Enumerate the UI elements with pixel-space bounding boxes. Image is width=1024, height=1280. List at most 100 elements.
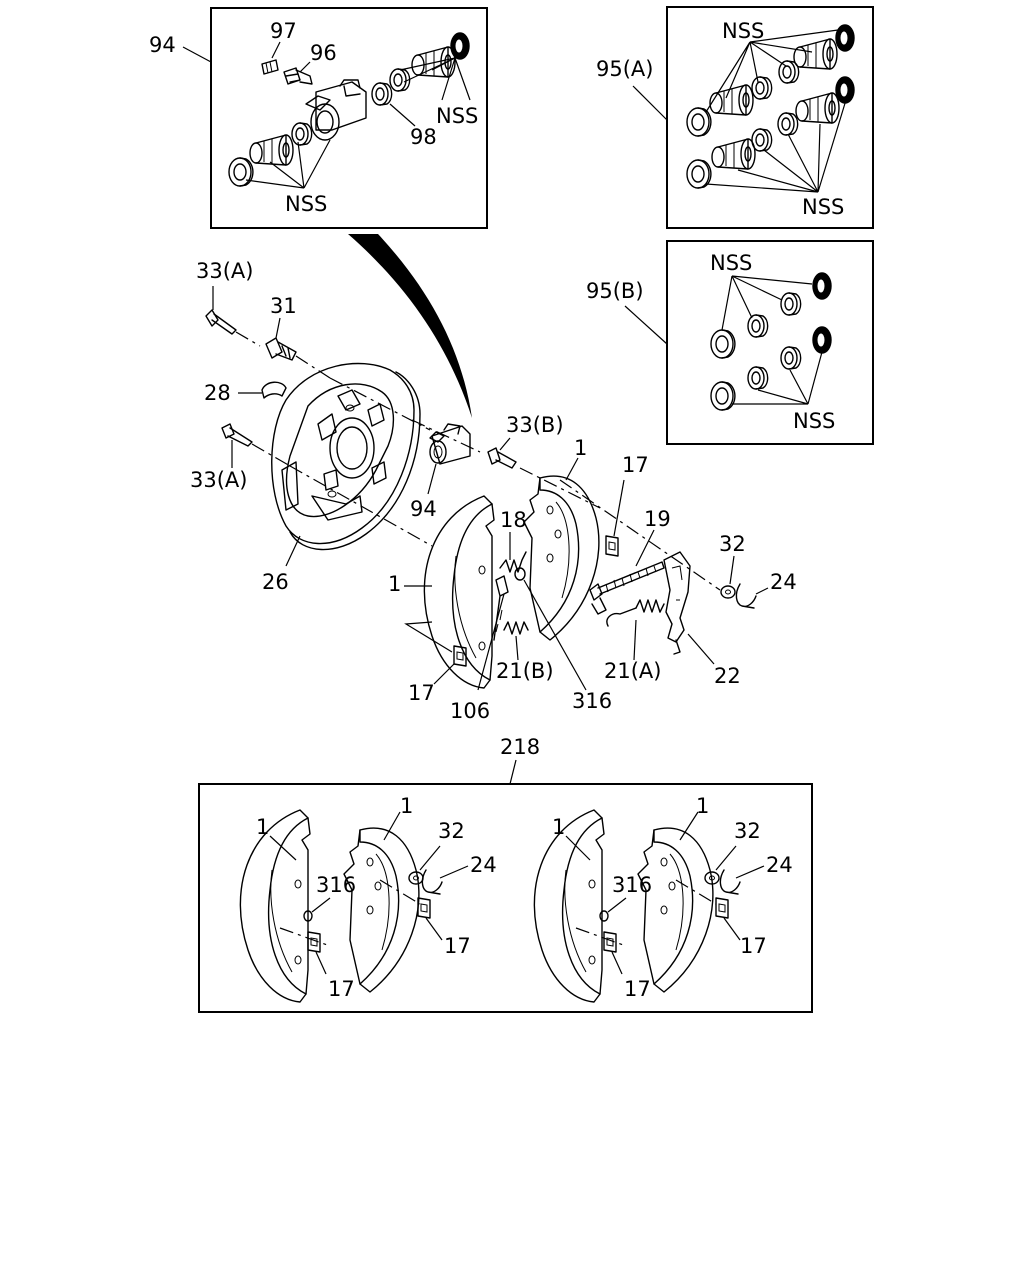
label-nss-top-right: NSS bbox=[436, 104, 478, 128]
label-1-left: 1 bbox=[388, 572, 401, 596]
label-22: 22 bbox=[714, 664, 741, 688]
95a-piston-4 bbox=[711, 138, 756, 170]
cup-lower bbox=[291, 122, 313, 146]
label-17-right: 17 bbox=[622, 453, 649, 477]
kit-a-label-316: 316 bbox=[316, 873, 356, 897]
clip-17-right bbox=[605, 479, 625, 557]
kit-b-label-1-left: 1 bbox=[552, 815, 565, 839]
seal-upper bbox=[450, 32, 470, 60]
bolt-33a-top bbox=[205, 286, 261, 347]
wheel-cylinder-kit-box: 94 97 96 98 bbox=[149, 7, 488, 229]
95b-seal-2 bbox=[812, 326, 832, 354]
95a-cup-2 bbox=[751, 76, 773, 100]
label-33b: 33(B) bbox=[506, 413, 564, 437]
95a-seal-2 bbox=[835, 76, 855, 104]
label-nss-95a-top: NSS bbox=[722, 19, 764, 43]
label-33a-top: 33(A) bbox=[196, 259, 253, 283]
label-32: 32 bbox=[719, 532, 746, 556]
label-97: 97 bbox=[270, 19, 297, 43]
kit-218-group-left bbox=[239, 809, 469, 1003]
label-19: 19 bbox=[644, 507, 671, 531]
95a-cup-1 bbox=[778, 60, 800, 84]
95b-cup-4 bbox=[747, 366, 769, 390]
clip-24 bbox=[735, 583, 769, 609]
label-18: 18 bbox=[500, 508, 527, 532]
label-28: 28 bbox=[204, 381, 231, 405]
95a-seal-1 bbox=[835, 24, 855, 52]
bleeder-cap-97 bbox=[261, 41, 281, 75]
repair-kit-95a-box: 95(A) NSS NSS bbox=[596, 6, 874, 229]
95a-piston-1 bbox=[793, 38, 838, 70]
spring-21a bbox=[606, 599, 665, 661]
95b-ring-2 bbox=[710, 381, 736, 411]
spring-18 bbox=[499, 532, 527, 573]
label-106: 106 bbox=[450, 699, 490, 723]
bolt-33a-mid bbox=[221, 423, 291, 468]
kit-b-label-316: 316 bbox=[612, 873, 652, 897]
label-nss-95b-top: NSS bbox=[710, 251, 752, 275]
wheel-cylinder-body bbox=[305, 79, 367, 141]
label-96: 96 bbox=[310, 41, 337, 65]
cup-upper bbox=[389, 68, 411, 92]
label-17-left: 17 bbox=[408, 681, 435, 705]
kit-b-label-24: 24 bbox=[766, 853, 793, 877]
kit-b-label-1-right: 1 bbox=[696, 794, 709, 818]
95a-cup-3 bbox=[777, 112, 799, 136]
label-31: 31 bbox=[270, 294, 297, 318]
kit-a-label-1-left: 1 bbox=[256, 815, 269, 839]
label-94-mid: 94 bbox=[410, 497, 437, 521]
wheel-cylinder-94 bbox=[427, 423, 471, 495]
label-95a: 95(A) bbox=[596, 57, 653, 81]
pin-316 bbox=[514, 567, 587, 691]
brake-shoe-right bbox=[523, 457, 600, 641]
spring-21b bbox=[503, 621, 529, 661]
label-21a: 21(A) bbox=[604, 659, 661, 683]
repair-kit-95b-box: 95(B) NSS NSS bbox=[586, 240, 874, 445]
kit-b-label-17-right: 17 bbox=[740, 934, 767, 958]
95a-piston-3 bbox=[795, 92, 840, 124]
95a-piston-2 bbox=[709, 84, 754, 116]
label-95b: 95(B) bbox=[586, 279, 644, 303]
kit-a-label-24: 24 bbox=[470, 853, 497, 877]
label-98: 98 bbox=[410, 125, 437, 149]
label-94: 94 bbox=[149, 33, 176, 57]
clip-17-left bbox=[433, 645, 467, 685]
95b-cup-3 bbox=[780, 346, 802, 370]
95b-cup-1 bbox=[780, 292, 802, 316]
strut-106 bbox=[477, 575, 509, 691]
kit-b-label-17-bottom: 17 bbox=[624, 977, 651, 1001]
label-218: 218 bbox=[500, 735, 540, 759]
label-nss-top-bottom: NSS bbox=[285, 192, 327, 216]
washer-32 bbox=[720, 555, 736, 599]
label-316: 316 bbox=[572, 689, 612, 713]
backing-plate-26 bbox=[271, 362, 421, 567]
bolt-33b bbox=[487, 437, 517, 469]
label-nss-95a-bottom: NSS bbox=[802, 195, 844, 219]
label-1-right: 1 bbox=[574, 436, 587, 460]
kit-a-label-1-right: 1 bbox=[400, 794, 413, 818]
bleeder-screw-96 bbox=[283, 61, 313, 85]
kit-218-box bbox=[198, 783, 813, 1013]
label-33a-mid: 33(A) bbox=[190, 468, 247, 492]
kit-b-label-32: 32 bbox=[734, 819, 761, 843]
bolt-31 bbox=[265, 317, 331, 379]
label-21b: 21(B) bbox=[496, 659, 554, 683]
kit-a-label-32: 32 bbox=[438, 819, 465, 843]
seal-lower bbox=[228, 157, 254, 187]
adjuster-19 bbox=[589, 529, 665, 615]
cup-98 bbox=[371, 82, 416, 127]
brake-shoe-left bbox=[404, 495, 495, 689]
95b-seal-1 bbox=[812, 272, 832, 300]
95b-cup-2 bbox=[747, 314, 769, 338]
kit-218-group-right bbox=[533, 809, 765, 1003]
piston-lower bbox=[249, 134, 294, 166]
kit-a-label-17-bottom: 17 bbox=[328, 977, 355, 1001]
label-24: 24 bbox=[770, 570, 797, 594]
95a-ring-1 bbox=[686, 107, 712, 137]
label-nss-95b-bottom: NSS bbox=[793, 409, 835, 433]
plug-28 bbox=[238, 381, 287, 399]
label-26: 26 bbox=[262, 570, 289, 594]
kit-a-label-17-right: 17 bbox=[444, 934, 471, 958]
95b-ring-1 bbox=[710, 329, 736, 359]
